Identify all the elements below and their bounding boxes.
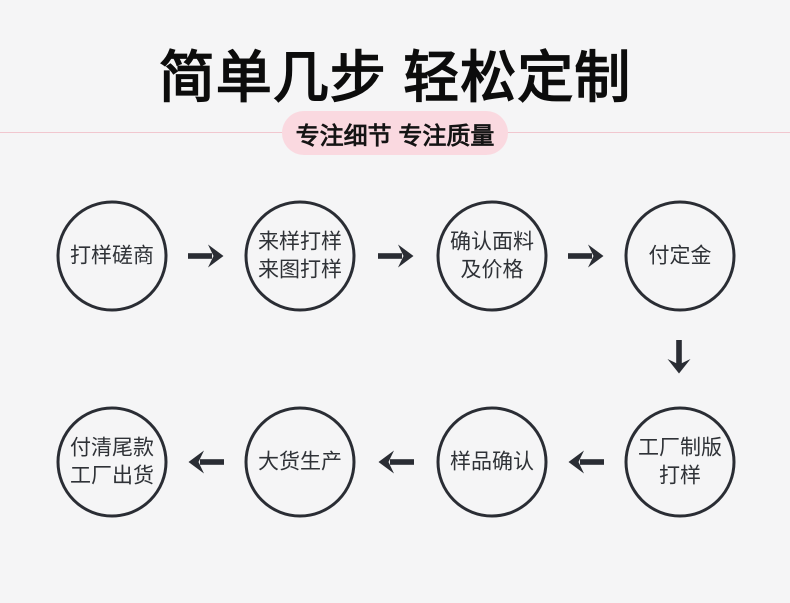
arrow-down-icon xyxy=(667,340,691,374)
step-final-payment-shipment: 付清尾款 工厂出货 xyxy=(56,406,168,518)
step-pay-deposit: 付定金 xyxy=(624,200,736,312)
step-sample-or-image-proofing: 来样打样 来图打样 xyxy=(244,200,356,312)
step-factory-platemaking-proofing: 工厂制版 打样 xyxy=(624,406,736,518)
step-label: 来样打样 xyxy=(258,230,342,253)
step-label: 大货生产 xyxy=(258,450,342,473)
step-label: 付清尾款 xyxy=(70,436,154,459)
step-label: 确认面料 xyxy=(450,230,534,253)
arrow-left-icon xyxy=(188,450,224,474)
step-label: 样品确认 xyxy=(450,450,534,473)
step-confirm-fabric-price: 确认面料 及价格 xyxy=(436,200,548,312)
subtitle-section: 专注细节 专注质量 xyxy=(0,111,790,155)
step-label: 来图打样 xyxy=(258,258,342,281)
step-label: 打样磋商 xyxy=(70,244,154,267)
step-proofing-negotiation: 打样磋商 xyxy=(56,200,168,312)
step-label: 工厂出货 xyxy=(70,464,154,487)
step-label: 打样 xyxy=(659,464,701,487)
step-sample-confirmation: 样品确认 xyxy=(436,406,548,518)
subtitle-text: 专注细节 专注质量 xyxy=(295,122,495,150)
arrow-right-icon xyxy=(188,244,224,268)
arrow-left-icon xyxy=(378,450,414,474)
arrow-right-icon xyxy=(568,244,604,268)
step-label: 付定金 xyxy=(648,244,712,267)
arrow-left-icon xyxy=(568,450,604,474)
subtitle-badge: 专注细节 专注质量 xyxy=(282,111,508,155)
step-bulk-production: 大货生产 xyxy=(244,406,356,518)
step-label: 工厂制版 xyxy=(638,436,722,459)
arrow-right-icon xyxy=(378,244,414,268)
page-title: 简单几步 轻松定制 xyxy=(158,46,632,109)
step-label: 及价格 xyxy=(460,258,524,281)
